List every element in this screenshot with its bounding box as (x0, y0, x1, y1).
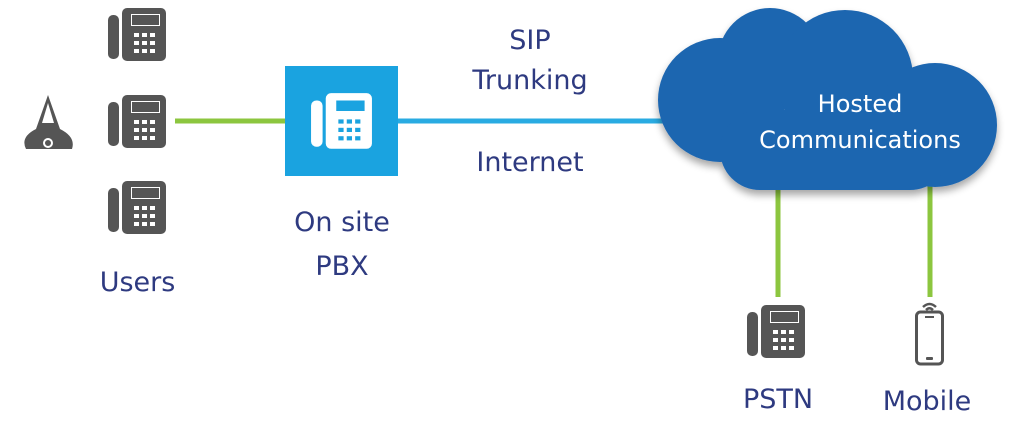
internet-label: Internet (476, 147, 584, 178)
smartphone-icon (915, 302, 944, 366)
cloud-label-line1: Hosted (817, 90, 903, 118)
mobile-label: Mobile (882, 386, 972, 417)
conference-phone-icon (24, 95, 73, 149)
sip-label-line2: Trunking (472, 65, 588, 96)
pbx-box (285, 66, 398, 176)
cloud-label-line2: Communications (759, 126, 961, 154)
users-label: Users (99, 267, 176, 298)
desk-phone-icon (747, 305, 805, 358)
hosted-communications-cloud (658, 8, 997, 190)
desk-phone-icon (108, 95, 166, 148)
sip-label-line1: SIP (509, 25, 551, 56)
desk-phone-icon (108, 8, 166, 61)
pbx-label-line2: PBX (315, 251, 369, 282)
pstn-label: PSTN (742, 384, 814, 415)
pbx-label-line1: On site (294, 207, 390, 238)
desk-phone-icon (311, 93, 372, 149)
desk-phone-icon (108, 181, 166, 234)
